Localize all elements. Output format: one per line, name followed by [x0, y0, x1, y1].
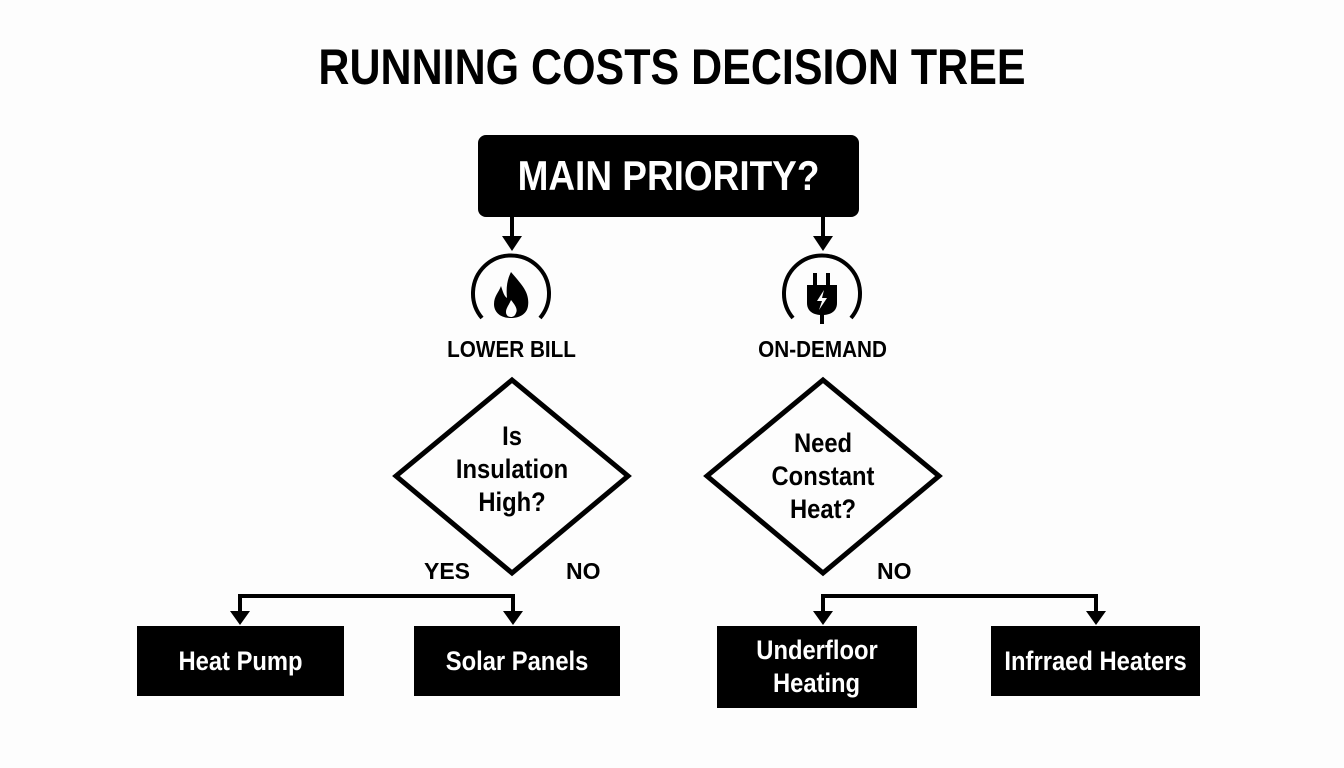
edge-label-no: NO	[566, 558, 601, 584]
outcome-infrared-heaters: Infrraed Heaters	[991, 626, 1200, 696]
decision-text-constant-heat: Need Constant Heat?	[723, 427, 923, 526]
decision-line: Constant	[771, 461, 875, 491]
branch-label-text: ON-DEMAND	[758, 336, 888, 362]
decision-line: Heat?	[789, 494, 856, 524]
branch-label-on-demand: ON-DEMAND	[723, 336, 923, 363]
branch-label-lower-bill: LOWER BILL	[412, 336, 612, 363]
decision-line: Is	[502, 421, 522, 451]
decision-diamond-insulation	[392, 376, 632, 577]
root-question-box: MAIN PRIORITY?	[478, 135, 859, 217]
decision-line: Need	[793, 428, 853, 458]
arrow-root-to-on-demand	[813, 217, 833, 251]
outcome-label: Heat Pump	[178, 645, 303, 676]
plug-icon	[807, 273, 837, 324]
decision-diamond-constant-heat	[703, 376, 943, 577]
decision-text-insulation: Is Insulation High?	[412, 420, 612, 519]
branch-label-text: LOWER BILL	[447, 336, 577, 362]
connector-insulation-outcomes	[230, 594, 523, 625]
outcome-heat-pump: Heat Pump	[137, 626, 344, 696]
outcome-label-line: Underfloor	[756, 635, 878, 665]
arrow-root-to-lower-bill	[502, 217, 522, 251]
outcome-label: Solar Panels	[445, 645, 589, 676]
flame-icon	[494, 272, 529, 318]
root-question-label: MAIN PRIORITY?	[517, 152, 820, 199]
page-title: RUNNING COSTS DECISION TREE	[318, 39, 1026, 95]
on-demand-icon-ring	[782, 253, 862, 320]
decision-line: High?	[478, 487, 546, 517]
outcome-label: Infrraed Heaters	[1004, 645, 1187, 676]
outcome-solar-panels: Solar Panels	[414, 626, 620, 696]
edge-label-no: NO	[877, 558, 912, 584]
outcome-underfloor-heating: Underfloor Heating	[717, 626, 917, 708]
edge-label-yes: YES	[424, 558, 471, 584]
connector-constant-heat-outcomes	[813, 594, 1106, 625]
decision-line: Insulation	[455, 454, 569, 484]
lower-bill-icon-ring	[471, 253, 551, 320]
outcome-label-line: Heating	[773, 668, 861, 698]
